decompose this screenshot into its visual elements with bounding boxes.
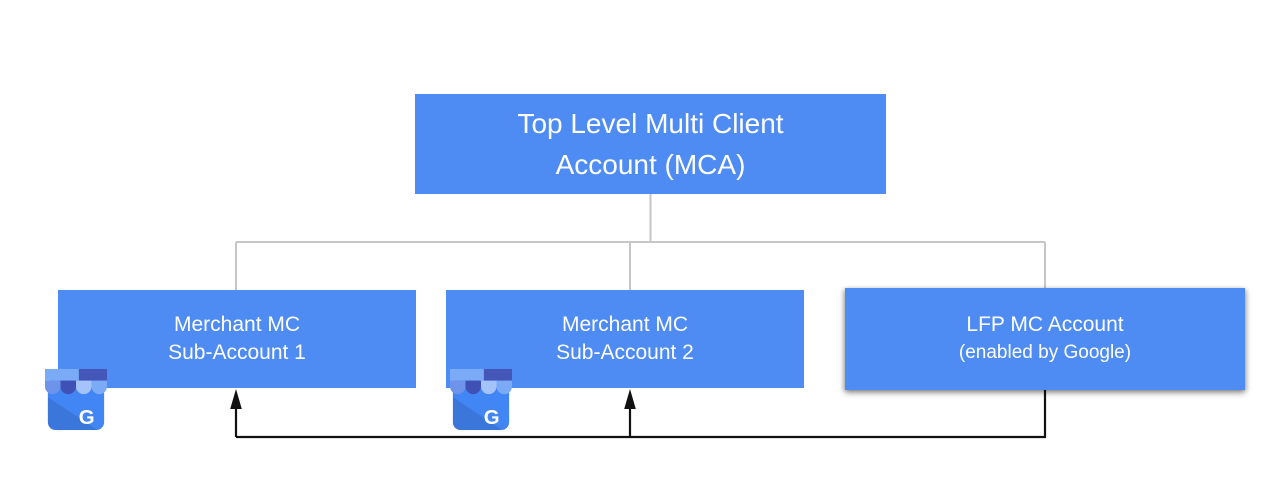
node-sub-account-2-line2: Sub-Account 2	[556, 341, 694, 364]
node-top-level-mca-line1: Top Level Multi Client	[517, 108, 784, 139]
node-top-level-mca-line2: Account (MCA)	[555, 149, 746, 180]
google-business-icon: G	[449, 368, 513, 431]
node-sub-account-1-line1: Merchant MC	[173, 313, 301, 336]
node-lfp-line1: LFP MC Account	[966, 313, 1124, 336]
node-lfp-mc-account: LFP MC Account (enabled by Google)	[845, 288, 1245, 390]
node-lfp-line2: (enabled by Google)	[958, 342, 1132, 363]
awning-bar-right	[78, 368, 108, 381]
google-g-letter: G	[79, 407, 95, 429]
awning-scallop-2	[60, 380, 76, 395]
arrowhead-sub1	[230, 389, 242, 409]
google-business-icon: G	[44, 368, 108, 431]
awning-scallop-1	[44, 380, 61, 395]
flow-arrow-lines	[234, 390, 1047, 439]
awning-scallop-4	[91, 380, 108, 395]
node-top-level-mca: Top Level Multi Client Account (MCA)	[415, 94, 886, 194]
awning-bar-right	[483, 368, 513, 381]
awning-scallop-3	[76, 380, 92, 395]
node-merchant-sub-account-1: Merchant MC Sub-Account 1	[58, 290, 416, 388]
node-sub-account-1-line2: Sub-Account 1	[168, 341, 306, 364]
arrowhead-sub2	[624, 389, 636, 409]
awning-bar-left	[44, 368, 79, 381]
awning-bar-left	[449, 368, 484, 381]
google-g-letter: G	[484, 407, 500, 429]
tree-connector-lines	[235, 194, 1046, 290]
node-sub-account-2-line1: Merchant MC	[561, 313, 689, 336]
